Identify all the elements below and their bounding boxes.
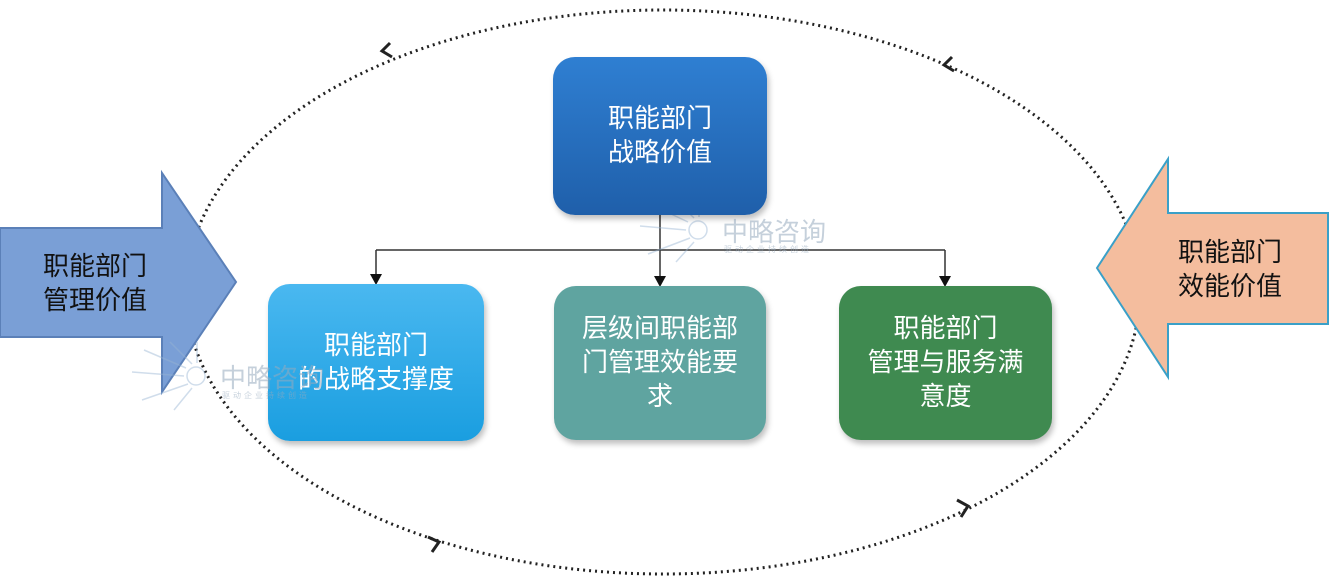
left-block-arrow <box>0 169 238 396</box>
top-box: 职能部门 战略价值 <box>553 57 767 215</box>
cycle-arrowhead-top-left <box>379 41 393 59</box>
left-box-label: 职能部门 的战略支撑度 <box>297 330 454 395</box>
watermark-name: 中略咨询 <box>722 218 827 248</box>
cycle-arrowhead-top-right <box>941 55 955 73</box>
cycle-arrowhead-bottom-right <box>956 498 971 518</box>
left-box: 职能部门 的战略支撑度 <box>268 284 484 441</box>
middle-box-label: 层级间职能部 门管理效能要 求 <box>581 314 738 412</box>
connector-right-arrowhead <box>939 276 951 287</box>
middle-box: 层级间职能部 门管理效能要 求 <box>554 286 766 440</box>
right-box-label: 职能部门 管理与服务满 意度 <box>867 314 1024 412</box>
right-block-arrow <box>1095 155 1329 381</box>
watermark-name-2: 中略咨询 <box>220 364 325 394</box>
connector-middle-arrowhead <box>654 276 666 287</box>
left-arrow-label: 职能部门 管理价值 <box>42 252 147 316</box>
watermark-tagline: 驱动企业持续创造 <box>724 245 812 254</box>
cycle-arrowhead-bottom-left <box>427 535 442 553</box>
top-box-label: 职能部门 战略价值 <box>607 104 712 168</box>
right-box: 职能部门 管理与服务满 意度 <box>839 286 1052 440</box>
watermark-logo-icon-2 <box>131 341 206 411</box>
right-arrow-label: 职能部门 效能价值 <box>1177 238 1282 302</box>
connector-left-arrowhead <box>370 274 382 285</box>
watermark-tagline-2: 驱动企业持续创造 <box>222 391 310 400</box>
